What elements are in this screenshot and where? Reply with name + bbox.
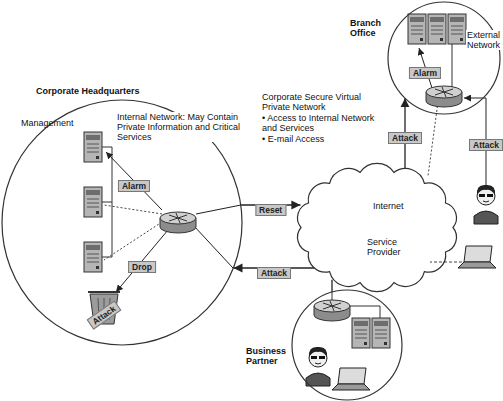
router-link xyxy=(194,205,241,268)
circle-outline xyxy=(292,290,402,400)
note-text: Corporate Secure Virtual Private Network xyxy=(262,92,380,112)
router-link xyxy=(452,44,453,87)
internet-cloud: InternetService Provider xyxy=(295,165,459,290)
laptop-icon xyxy=(332,368,370,390)
node-text: Service Provider xyxy=(367,237,423,257)
router-icon xyxy=(160,212,196,233)
server-icon xyxy=(448,14,466,44)
server-icon xyxy=(352,318,370,348)
note-text: External Network xyxy=(466,30,503,50)
circle-outline xyxy=(388,2,500,114)
signal-tag: Drop xyxy=(128,261,156,273)
note-text: • E-mail Access xyxy=(262,134,380,144)
hacker-icon xyxy=(474,185,498,224)
site-heading: Branch Office xyxy=(350,18,390,38)
site-circle: Business Partner xyxy=(292,290,402,400)
server-icon xyxy=(84,187,102,217)
dotted-link xyxy=(430,262,462,263)
circle-outline xyxy=(2,100,242,345)
laptop-icon xyxy=(458,246,496,268)
site-circle: Corporate HeadquartersManagementInternal… xyxy=(2,100,242,345)
signal-tag: Attack xyxy=(257,267,291,279)
server-icon xyxy=(84,242,102,272)
circle-outline xyxy=(292,290,402,400)
hacker-icon xyxy=(306,347,330,386)
signal-tag: Attack xyxy=(388,132,422,144)
signal-tag: Reset xyxy=(255,204,286,216)
site-heading: Business Partner xyxy=(246,346,290,366)
connector-arrow xyxy=(331,280,332,292)
vpn-note: Corporate Secure Virtual Private Network… xyxy=(262,92,380,145)
dotted-link xyxy=(104,205,162,260)
router-icon xyxy=(314,300,350,321)
server-icon xyxy=(428,14,446,44)
signal-tag: Alarm xyxy=(409,67,441,79)
server-icon xyxy=(84,132,102,162)
hq-equipment xyxy=(84,132,241,324)
site-circle: Branch Office xyxy=(388,2,500,114)
signal-tag: Attack xyxy=(469,139,503,151)
external-attacker xyxy=(430,98,498,268)
server-icon xyxy=(408,14,426,44)
circle-outline xyxy=(388,2,500,114)
alarm-arrow xyxy=(106,152,162,210)
partner-equipment xyxy=(306,292,390,390)
server-icon xyxy=(372,318,390,348)
drop-arrow xyxy=(116,230,168,292)
cloud-outline xyxy=(298,163,457,291)
node-text: Management xyxy=(20,118,22,128)
cloud-outline xyxy=(295,165,459,290)
router-icon xyxy=(426,86,462,107)
note-text: • Access to Internal Network and Service… xyxy=(262,113,380,133)
lan-bus xyxy=(102,147,112,257)
node-text: Internal Network: May Contain Private In… xyxy=(116,112,242,142)
trash-can xyxy=(88,291,120,293)
signal-tag: Alarm xyxy=(118,180,150,192)
branch-equipment xyxy=(408,14,466,176)
